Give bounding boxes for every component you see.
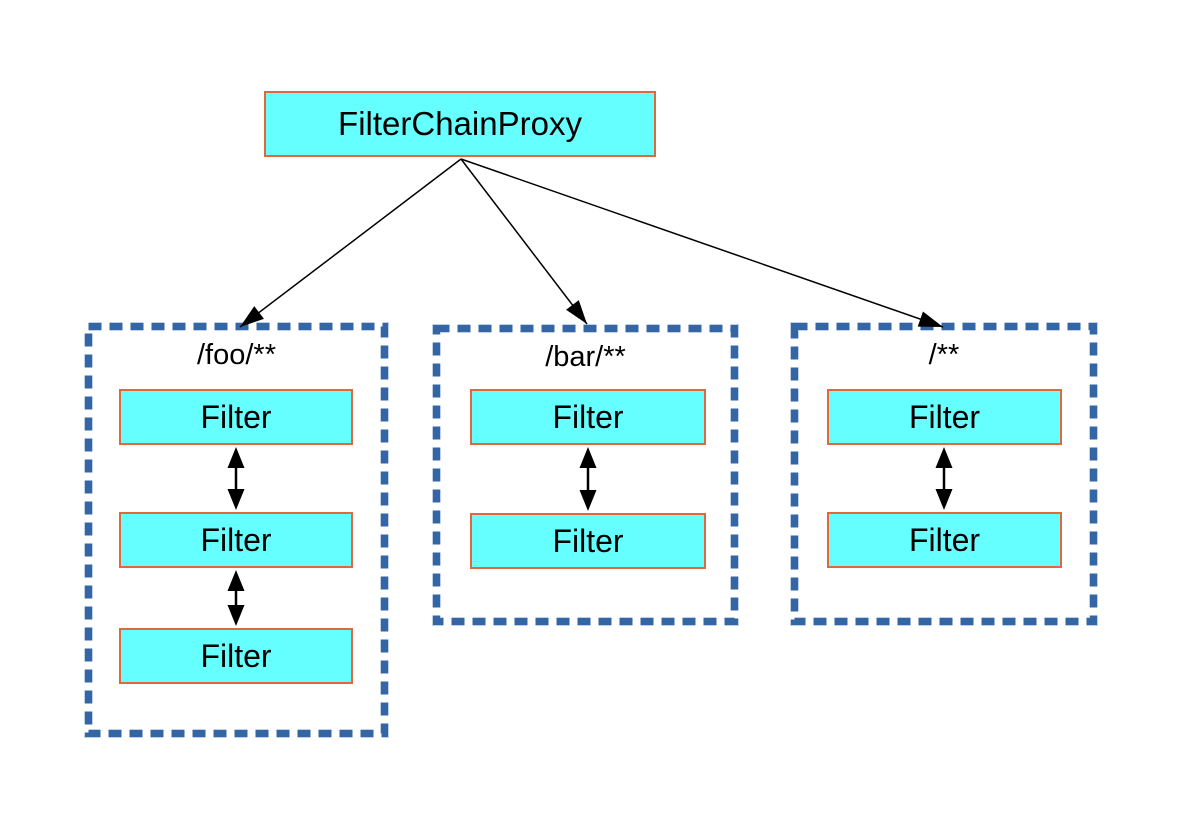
chain-boundary-bar [432,324,739,626]
filter-label: Filter [200,398,272,435]
chain-pattern-bar: /bar/** [545,341,626,373]
chain-boundary-foo [84,322,389,738]
double-arrow-icon [579,447,597,511]
filter-label: Filter [200,521,272,558]
filter-chain-proxy-label: FilterChainProxy [338,105,582,142]
connector-arrow-catchall [460,158,944,328]
filter-label: Filter [908,398,981,435]
connector-arrow-foo [239,158,462,328]
filter-chain-proxy-node: FilterChainProxy [264,91,656,157]
filter-node: Filter [827,512,1062,568]
filter-label: Filter [552,522,624,559]
filter-node: Filter [119,389,353,445]
double-arrow-icon [227,447,245,510]
double-arrow-icon [227,570,245,626]
chain-pattern-foo: /foo/** [197,339,276,371]
chain-pattern-catchall: /** [928,339,960,371]
double-arrow-icon [935,447,953,510]
filter-label: Filter [200,637,272,674]
filter-node: Filter [119,512,353,568]
filter-node: Filter [470,513,706,569]
filter-node: Filter [470,389,706,445]
filter-node: Filter [119,628,353,684]
filter-label: Filter [908,521,981,558]
chain-boundary-catchall [790,322,1098,626]
filter-node: Filter [827,389,1062,445]
filter-label: Filter [552,398,624,435]
connector-arrow-bar [460,158,588,325]
